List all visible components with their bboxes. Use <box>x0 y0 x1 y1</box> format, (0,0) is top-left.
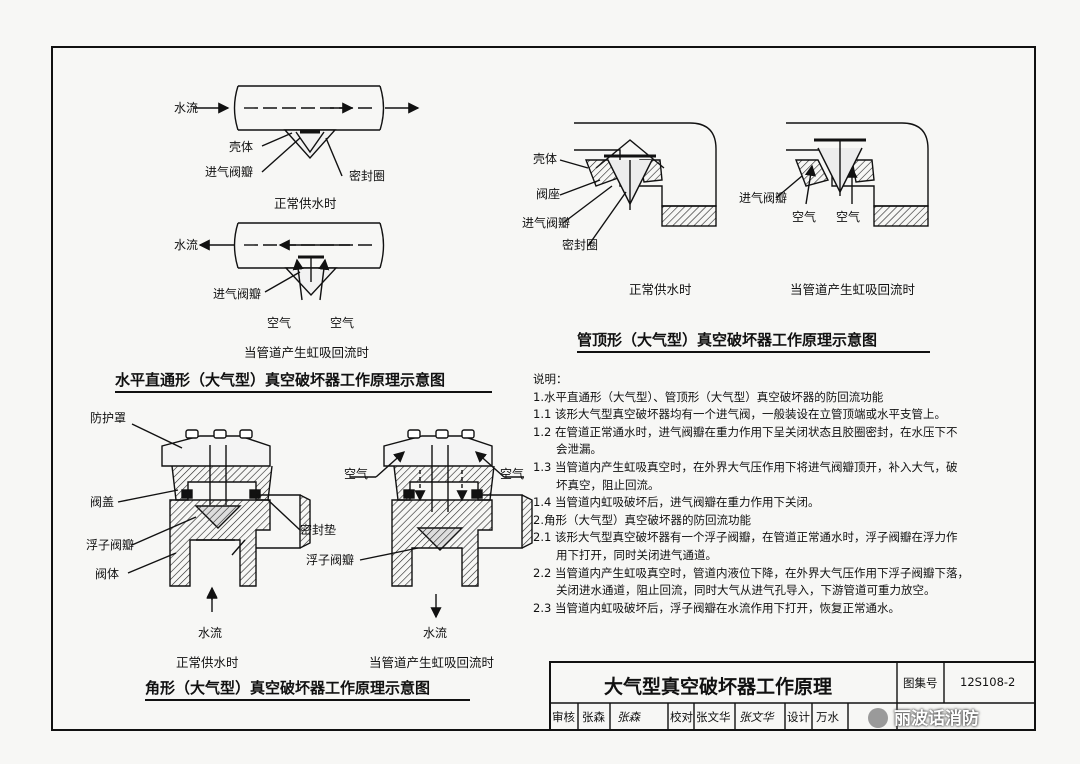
note-line: 用下打开，同时关闭进气通道。 <box>556 547 717 562</box>
wechat-icon <box>868 708 888 728</box>
fig3-siphon-flow-label: 水流 <box>423 626 448 640</box>
tb-checker: 张文华 <box>696 710 731 724</box>
fig3-body-label: 阀体 <box>95 567 120 581</box>
note-line: 2.1 该形大气型真空破坏器有一个浮子阀瓣，在管道正常通水时，浮子阀瓣在浮力作 <box>533 530 958 545</box>
atlas-number: 12S108-2 <box>960 675 1016 689</box>
watermark: 丽波话消防 <box>868 704 979 729</box>
fig3-title: 角形（大气型）真空破坏器工作原理示意图 <box>145 679 431 697</box>
fig1-siphon-air-left: 空气 <box>267 316 292 330</box>
tb-reviewer-signature: 张森 <box>617 710 640 724</box>
fig2-siphon-caption: 当管道产生虹吸回流时 <box>790 282 916 297</box>
notes-heading: 说明： <box>533 372 568 386</box>
note-line: 关闭进水通道，阻止回流，同时大气从进气孔导入，下游管道可重力放空。 <box>556 583 936 598</box>
tb-design-label: 设计 <box>787 710 810 724</box>
notes-block: 说明： 1.水平直通形（大气型）、管顶形（大气型）真空破坏器的防回流功能 1.1… <box>533 371 1033 617</box>
fig2-siphon-air-right: 空气 <box>836 210 861 224</box>
fig2-normal-body-label: 壳体 <box>533 152 558 166</box>
fig3-bonnet-label: 阀盖 <box>90 495 115 509</box>
fig2-title: 管顶形（大气型）真空破坏器工作原理示意图 <box>577 331 878 349</box>
fig1-normal-seal-label: 密封圈 <box>349 169 386 183</box>
note-line: 1.2 在管道正常通水时，进气阀瓣在重力作用下呈关闭状态且胶圈密封，在水压下不 <box>533 424 958 439</box>
fig2-normal-valve-label: 进气阀瓣 <box>522 216 571 230</box>
fig1-normal-caption: 正常供水时 <box>274 196 337 211</box>
note-line: 会泄漏。 <box>556 442 602 457</box>
tb-checker-signature: 张文华 <box>739 710 774 724</box>
fig1-siphon-valve-label: 进气阀瓣 <box>213 287 262 301</box>
note-line: 1.3 当管道内产生虹吸真空时，在外界大气压作用下将进气阀瓣顶开，补入大气，破 <box>533 459 958 474</box>
note-line: 1.4 当管道内虹吸破坏后，进气阀瓣在重力作用下关闭。 <box>533 495 820 510</box>
sheet-border <box>51 46 1036 731</box>
fig1-title: 水平直通形（大气型）真空破坏器工作原理示意图 <box>115 371 446 389</box>
fig3-siphon-drawing <box>350 429 533 619</box>
fig2-normal-caption: 正常供水时 <box>629 282 692 297</box>
fig3-siphon-caption: 当管道产生虹吸回流时 <box>369 655 495 670</box>
fig2-siphon-drawing <box>775 122 929 227</box>
fig2-normal-drawing <box>559 122 717 247</box>
fig3-gasket-label: 密封垫 <box>300 523 337 537</box>
fig2-siphon-air-left: 空气 <box>792 210 817 224</box>
title-block-frame <box>549 661 1036 731</box>
fig1-siphon-caption: 当管道产生虹吸回流时 <box>244 345 370 360</box>
fig1-normal-drawing <box>193 85 420 177</box>
atlas-label: 图集号 <box>903 676 938 690</box>
fig3-cover-label: 防护罩 <box>90 411 127 425</box>
fig1-normal-valve-label: 进气阀瓣 <box>205 165 254 179</box>
fig1-siphon-air-right: 空气 <box>330 316 355 330</box>
tb-review-label: 审核 <box>552 710 575 724</box>
fig3-float-label: 浮子阀瓣 <box>86 538 135 552</box>
note-line: 1.水平直通形（大气型）、管顶形（大气型）真空破坏器的防回流功能 <box>533 389 884 404</box>
note-line: 坏真空，阻止回流。 <box>556 477 660 492</box>
tb-check-label: 校对 <box>670 710 693 724</box>
fig1-siphon-drawing <box>198 222 385 301</box>
fig3-normal-drawing <box>117 423 311 612</box>
fig3-normal-caption: 正常供水时 <box>176 655 239 670</box>
fig2-siphon-valve-label: 进气阀瓣 <box>739 191 788 205</box>
tb-reviewer: 张森 <box>582 710 605 724</box>
fig3-normal-flow-label: 水流 <box>198 626 223 640</box>
note-line: 2.2 当管道内产生虹吸真空时，管道内液位下降，在外界大气压作用下浮子阀瓣下落， <box>533 565 969 580</box>
note-line: 2.角形（大气型）真空破坏器的防回流功能 <box>533 512 751 527</box>
fig2-normal-seat-label: 阀座 <box>536 187 561 201</box>
fig2-normal-seal-label: 密封圈 <box>562 238 599 252</box>
fig1-normal-flow-label: 水流 <box>174 101 199 115</box>
title-block-title: 大气型真空破坏器工作原理 <box>604 676 833 698</box>
tb-designer: 万水 <box>816 710 839 724</box>
fig1-siphon-flow-label: 水流 <box>174 238 199 252</box>
fig3-siphon-air-right: 空气 <box>500 467 525 481</box>
note-line: 2.3 当管道内虹吸破坏后，浮子阀瓣在水流作用下打开，恢复正常通水。 <box>533 600 900 615</box>
fig1-normal-body-label: 壳体 <box>229 140 254 154</box>
fig3-siphon-air-left: 空气 <box>344 467 369 481</box>
fig3-siphon-float-label: 浮子阀瓣 <box>306 553 355 567</box>
note-line: 1.1 该形大气型真空破坏器均有一个进气阀，一般装设在立管顶端或水平支管上。 <box>533 407 946 422</box>
watermark-text: 丽波话消防 <box>894 709 979 729</box>
